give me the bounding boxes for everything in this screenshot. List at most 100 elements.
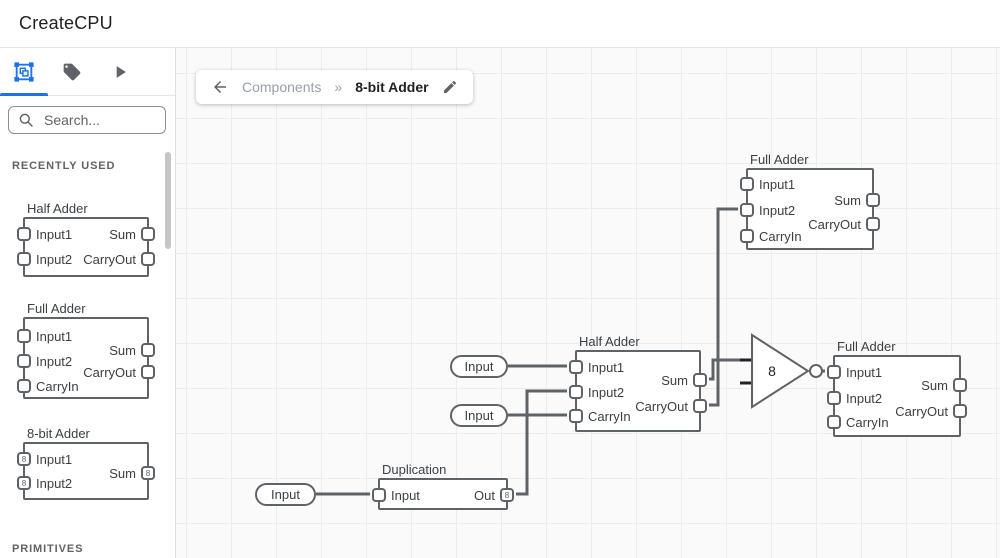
port-label: Sum (834, 193, 861, 208)
port-input2[interactable] (827, 391, 841, 405)
port-label: CarryIn (588, 409, 631, 424)
app-title: CreateCPU (19, 13, 113, 33)
edit-icon[interactable] (442, 79, 458, 95)
buffer-gate[interactable] (751, 333, 810, 409)
port-label: Input1 (846, 365, 883, 380)
sidebar-scrollbar[interactable] (165, 152, 171, 249)
port-label: Input (391, 488, 420, 503)
port-label: Sum (921, 378, 948, 393)
tab-simulate[interactable] (96, 48, 144, 95)
port-sum[interactable] (866, 193, 880, 207)
port-carryin[interactable] (827, 415, 841, 429)
port-out[interactable]: 8 (500, 488, 514, 502)
port-label: Input2 (36, 354, 73, 369)
search-icon (19, 113, 33, 127)
search-input[interactable] (42, 111, 156, 129)
port-sum[interactable]: 8 (141, 466, 155, 480)
pill-label: Input (464, 408, 494, 423)
port-label: Input2 (846, 391, 883, 406)
arrow-back-icon[interactable] (211, 78, 229, 96)
port-label: Input2 (588, 385, 625, 400)
port-input1[interactable] (17, 329, 31, 343)
port-label: Input1 (759, 177, 796, 192)
port-input2[interactable] (569, 385, 583, 399)
wires-layer (316, 207, 825, 496)
wire[interactable] (709, 207, 738, 407)
node-title: Full Adder (750, 152, 809, 167)
port-input2[interactable] (17, 354, 31, 368)
node-title: Half Adder (579, 334, 640, 349)
port-carryout[interactable] (693, 399, 707, 413)
app-header: CreateCPU (0, 0, 1000, 48)
port-sum[interactable] (141, 343, 155, 357)
port-carryout[interactable] (141, 252, 155, 266)
breadcrumb-separator: » (334, 79, 343, 95)
wire[interactable] (709, 358, 746, 381)
wire[interactable] (516, 389, 567, 496)
port-input[interactable] (372, 488, 386, 502)
port-carryin[interactable] (569, 409, 583, 423)
active-tab-indicator (0, 93, 48, 96)
port-input1[interactable] (569, 360, 583, 374)
inversion-bubble[interactable] (809, 364, 823, 378)
port-carryout[interactable] (141, 365, 155, 379)
sidebar: RECENTLY USED Half AdderInput1Input2SumC… (0, 48, 176, 558)
port-label: CarryOut (895, 404, 948, 419)
node-title: Duplication (382, 462, 447, 477)
port-input1[interactable]: 8 (17, 452, 31, 466)
port-label: Sum (661, 373, 688, 388)
port-input1[interactable] (17, 227, 31, 241)
input-pill[interactable]: Input (450, 355, 508, 378)
port-carryout[interactable] (866, 217, 880, 231)
port-sum[interactable] (141, 227, 155, 241)
port-input1[interactable] (827, 365, 841, 379)
port-input2[interactable] (740, 203, 754, 217)
port-label: Input1 (588, 360, 625, 375)
input-pill[interactable]: Input (255, 483, 316, 506)
node-title: 8-bit Adder (27, 426, 90, 441)
play-icon (116, 65, 126, 78)
port-label: Input1 (36, 227, 73, 242)
port-carryin[interactable] (17, 379, 31, 393)
section-primitives: PRIMITIVES (12, 543, 84, 555)
components-icon (14, 61, 34, 82)
port-label: Input1 (36, 329, 73, 344)
tab-tags[interactable] (48, 48, 96, 95)
port-label: CarryOut (83, 365, 136, 380)
breadcrumb-root[interactable]: Components (242, 79, 322, 95)
node-title: Full Adder (837, 339, 896, 354)
node-title: Full Adder (27, 301, 86, 316)
port-input2[interactable] (17, 252, 31, 266)
port-input2[interactable]: 8 (17, 476, 31, 490)
port-label: CarryOut (83, 252, 136, 267)
tag-icon (63, 63, 81, 80)
search-box (8, 106, 166, 134)
port-carryout[interactable] (953, 404, 967, 418)
port-label: CarryOut (635, 399, 688, 414)
port-carryin[interactable] (740, 229, 754, 243)
sidebar-tabs (0, 48, 175, 96)
breadcrumb-current: 8-bit Adder (355, 79, 429, 95)
port-label: Input1 (36, 452, 73, 467)
port-label: CarryOut (808, 217, 861, 232)
tab-components[interactable] (0, 48, 48, 96)
port-label: Sum (109, 227, 136, 242)
port-input1[interactable] (740, 177, 754, 191)
port-sum[interactable] (953, 378, 967, 392)
port-label: Sum (109, 343, 136, 358)
breadcrumb: Components » 8-bit Adder (196, 70, 473, 104)
port-sum[interactable] (693, 373, 707, 387)
port-label: Input2 (36, 252, 73, 267)
pill-label: Input (464, 359, 494, 374)
input-pill[interactable]: Input (450, 404, 508, 427)
port-label: CarryIn (759, 229, 802, 244)
